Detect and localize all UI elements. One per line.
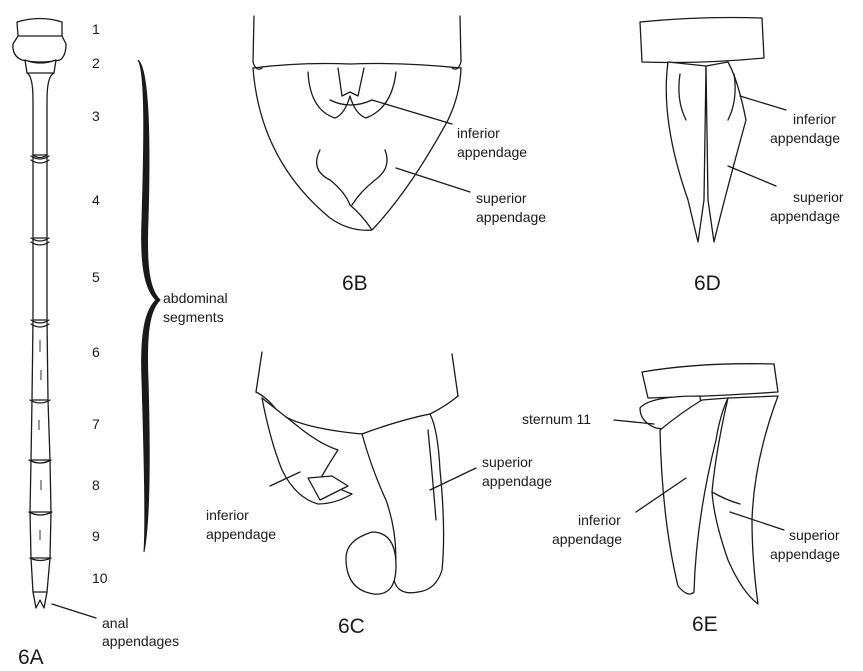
6d-superior-leader — [728, 166, 776, 186]
segment-number-7: 7 — [92, 416, 100, 432]
segment-number-1: 1 — [92, 21, 100, 37]
6c-superior-label-2: appendage — [482, 473, 552, 489]
6d-inferior-label-1: inferior — [793, 111, 836, 127]
6c-inferior-label-1: inferior — [206, 507, 249, 523]
6e-sternum-label: sternum 11 — [522, 411, 591, 427]
segment-number-6: 6 — [92, 344, 100, 360]
6e-superior-label-2: appendage — [770, 546, 840, 562]
6b-inferior-label-1: inferior — [457, 125, 500, 141]
figure-caption-6c: 6C — [338, 615, 365, 638]
anal-appendages-shape — [33, 592, 47, 608]
6d-superior-label-1: superior — [793, 189, 844, 205]
abdominal-label-line-1: abdominal — [163, 290, 228, 306]
figure-6e-drawing — [640, 364, 778, 604]
6b-inferior-leader — [372, 100, 452, 124]
6b-superior-right — [352, 150, 387, 205]
segment-3-shape — [27, 73, 54, 155]
abdominal-label-line-2: segments — [163, 309, 224, 325]
segment-5-shape — [33, 238, 47, 322]
abdominal-brace — [138, 60, 160, 552]
anal-leader-line — [52, 604, 96, 618]
abdomen-drawing — [13, 19, 96, 619]
6b-superior-label-2: appendage — [476, 209, 546, 225]
segment-7-shape — [31, 400, 50, 463]
figure-caption-6b: 6B — [342, 272, 368, 295]
6b-inferior-inner — [338, 68, 364, 96]
segment-8-shape — [30, 460, 51, 515]
6d-inferior-label-2: appendage — [770, 130, 840, 146]
figure-6b-drawing — [253, 16, 461, 230]
figure-6d-drawing — [640, 18, 764, 243]
6e-segment-block — [642, 364, 778, 398]
6b-right-edge — [452, 16, 461, 69]
segment-4-shape — [33, 155, 47, 240]
anal-label-line-2: appendages — [102, 633, 179, 649]
anal-label-line-1: anal — [102, 615, 128, 631]
6d-superior-left — [666, 62, 706, 242]
figure-caption-6a: 6A — [18, 646, 44, 669]
6e-inferior-label-2: appendage — [552, 531, 622, 547]
segment-number-4: 4 — [92, 192, 100, 208]
6c-right-edge — [452, 354, 458, 396]
6d-superior-label-2: appendage — [770, 208, 840, 224]
6b-superior-leader — [396, 168, 470, 192]
6d-superior-right — [706, 62, 746, 242]
segment-1-shape — [13, 19, 66, 63]
6e-inferior-label-1: inferior — [578, 512, 621, 528]
6b-superior-label-1: superior — [476, 190, 527, 206]
segment-number-10: 10 — [92, 570, 108, 586]
6e-superior-label-1: superior — [789, 527, 840, 543]
segment-number-9: 9 — [92, 528, 100, 544]
figure-caption-6d: 6D — [694, 272, 721, 295]
6e-superior-shape — [712, 396, 778, 604]
segment-6-shape — [32, 320, 48, 402]
6c-superior-label-1: superior — [482, 454, 533, 470]
6b-left-edge — [253, 16, 262, 69]
6c-left-edge — [256, 352, 262, 392]
6c-inferior-label-2: appendage — [206, 526, 276, 542]
6b-outer-shell — [253, 68, 461, 230]
segment-number-8: 8 — [92, 477, 100, 493]
6b-inferior-label-2: appendage — [457, 144, 527, 160]
6c-superior-lobe — [346, 532, 396, 594]
segment-number-5: 5 — [92, 269, 100, 285]
segment-9-shape — [30, 512, 51, 560]
6b-rim — [253, 64, 461, 69]
6b-tip-line — [350, 205, 372, 230]
6b-inferior-outer — [308, 72, 396, 118]
6d-segment-block — [640, 18, 764, 63]
segment-10-shape — [31, 558, 50, 594]
figure-6c-drawing — [256, 352, 458, 594]
figure-caption-6e: 6E — [692, 613, 718, 636]
segment-number-3: 3 — [92, 108, 100, 124]
6b-superior-left — [317, 150, 350, 205]
6d-inferior-leader — [740, 96, 786, 110]
segment-number-2: 2 — [92, 55, 100, 71]
